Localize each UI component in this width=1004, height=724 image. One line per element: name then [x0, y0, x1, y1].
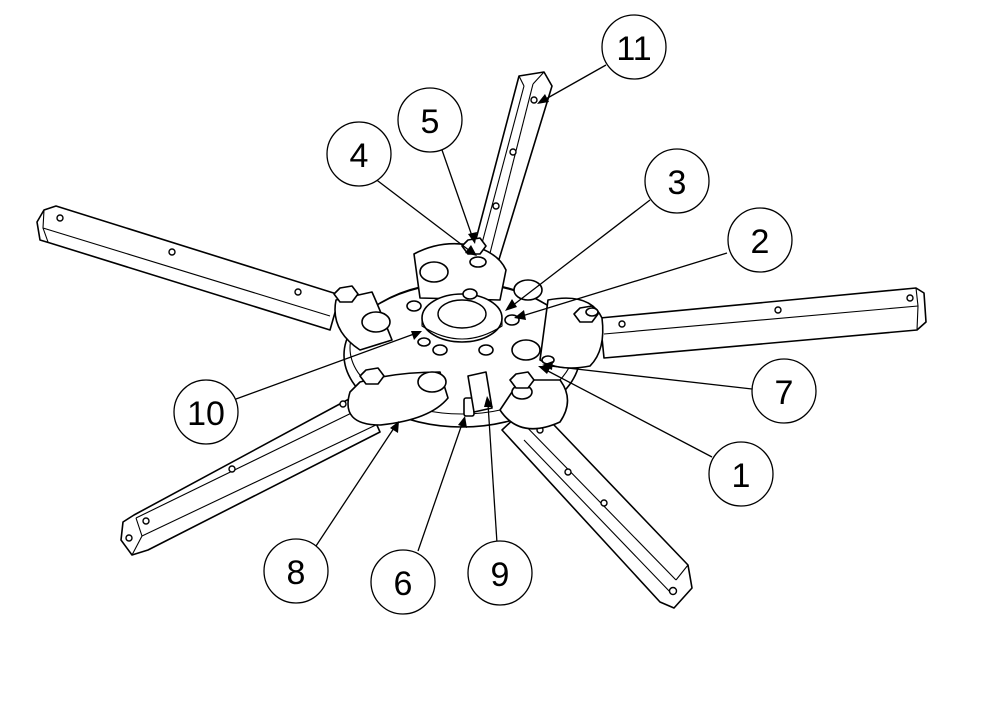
callout-10-label: 10: [187, 395, 225, 433]
hub-assembly: [333, 237, 604, 430]
arm-lower-right: [501, 401, 693, 609]
callout-2: 2: [727, 207, 793, 273]
callout-8: 8: [263, 538, 329, 604]
callout-4: 4: [326, 121, 392, 187]
callout-9-label: 9: [491, 556, 510, 594]
callout-10: 10: [173, 379, 239, 445]
arm-upper: [469, 71, 553, 267]
nuts: [333, 237, 599, 389]
callout-4-label: 4: [350, 137, 369, 175]
callout-1-label: 1: [732, 457, 751, 495]
callout-5: 5: [397, 87, 463, 153]
callout-11-label: 11: [616, 30, 651, 68]
arm-right: [599, 287, 927, 359]
callout-1: 1: [708, 441, 774, 507]
callout-9: 9: [467, 540, 533, 606]
callout-6-label: 6: [394, 565, 413, 603]
callout-11: 11: [601, 14, 667, 80]
bolt-heads: [361, 261, 543, 400]
callout-2-label: 2: [751, 223, 770, 261]
callout-7-label: 7: [775, 374, 794, 412]
callout-7: 7: [751, 358, 817, 424]
callout-8-label: 8: [287, 554, 306, 592]
callout-3-label: 3: [668, 164, 687, 202]
arm-left: [36, 205, 341, 331]
callout-6: 6: [370, 549, 436, 615]
leader-lines: [235, 64, 753, 552]
arm-lower-left: [120, 391, 381, 556]
callout-3: 3: [644, 148, 710, 214]
callout-5-label: 5: [421, 103, 440, 141]
